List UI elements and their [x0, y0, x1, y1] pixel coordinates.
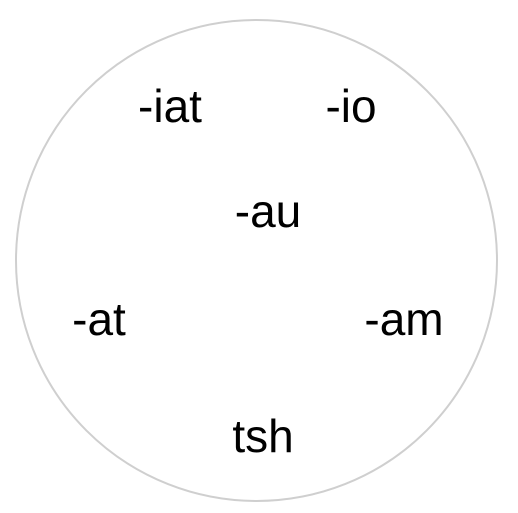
syllable-io: -io [325, 80, 377, 132]
syllable-tsh: tsh [232, 410, 294, 462]
syllable-au: -au [234, 185, 302, 237]
syllable-at: -at [72, 293, 126, 345]
circle-outline [15, 19, 498, 502]
syllable-iat: -iat [138, 80, 202, 132]
syllable-am: -am [364, 293, 444, 345]
